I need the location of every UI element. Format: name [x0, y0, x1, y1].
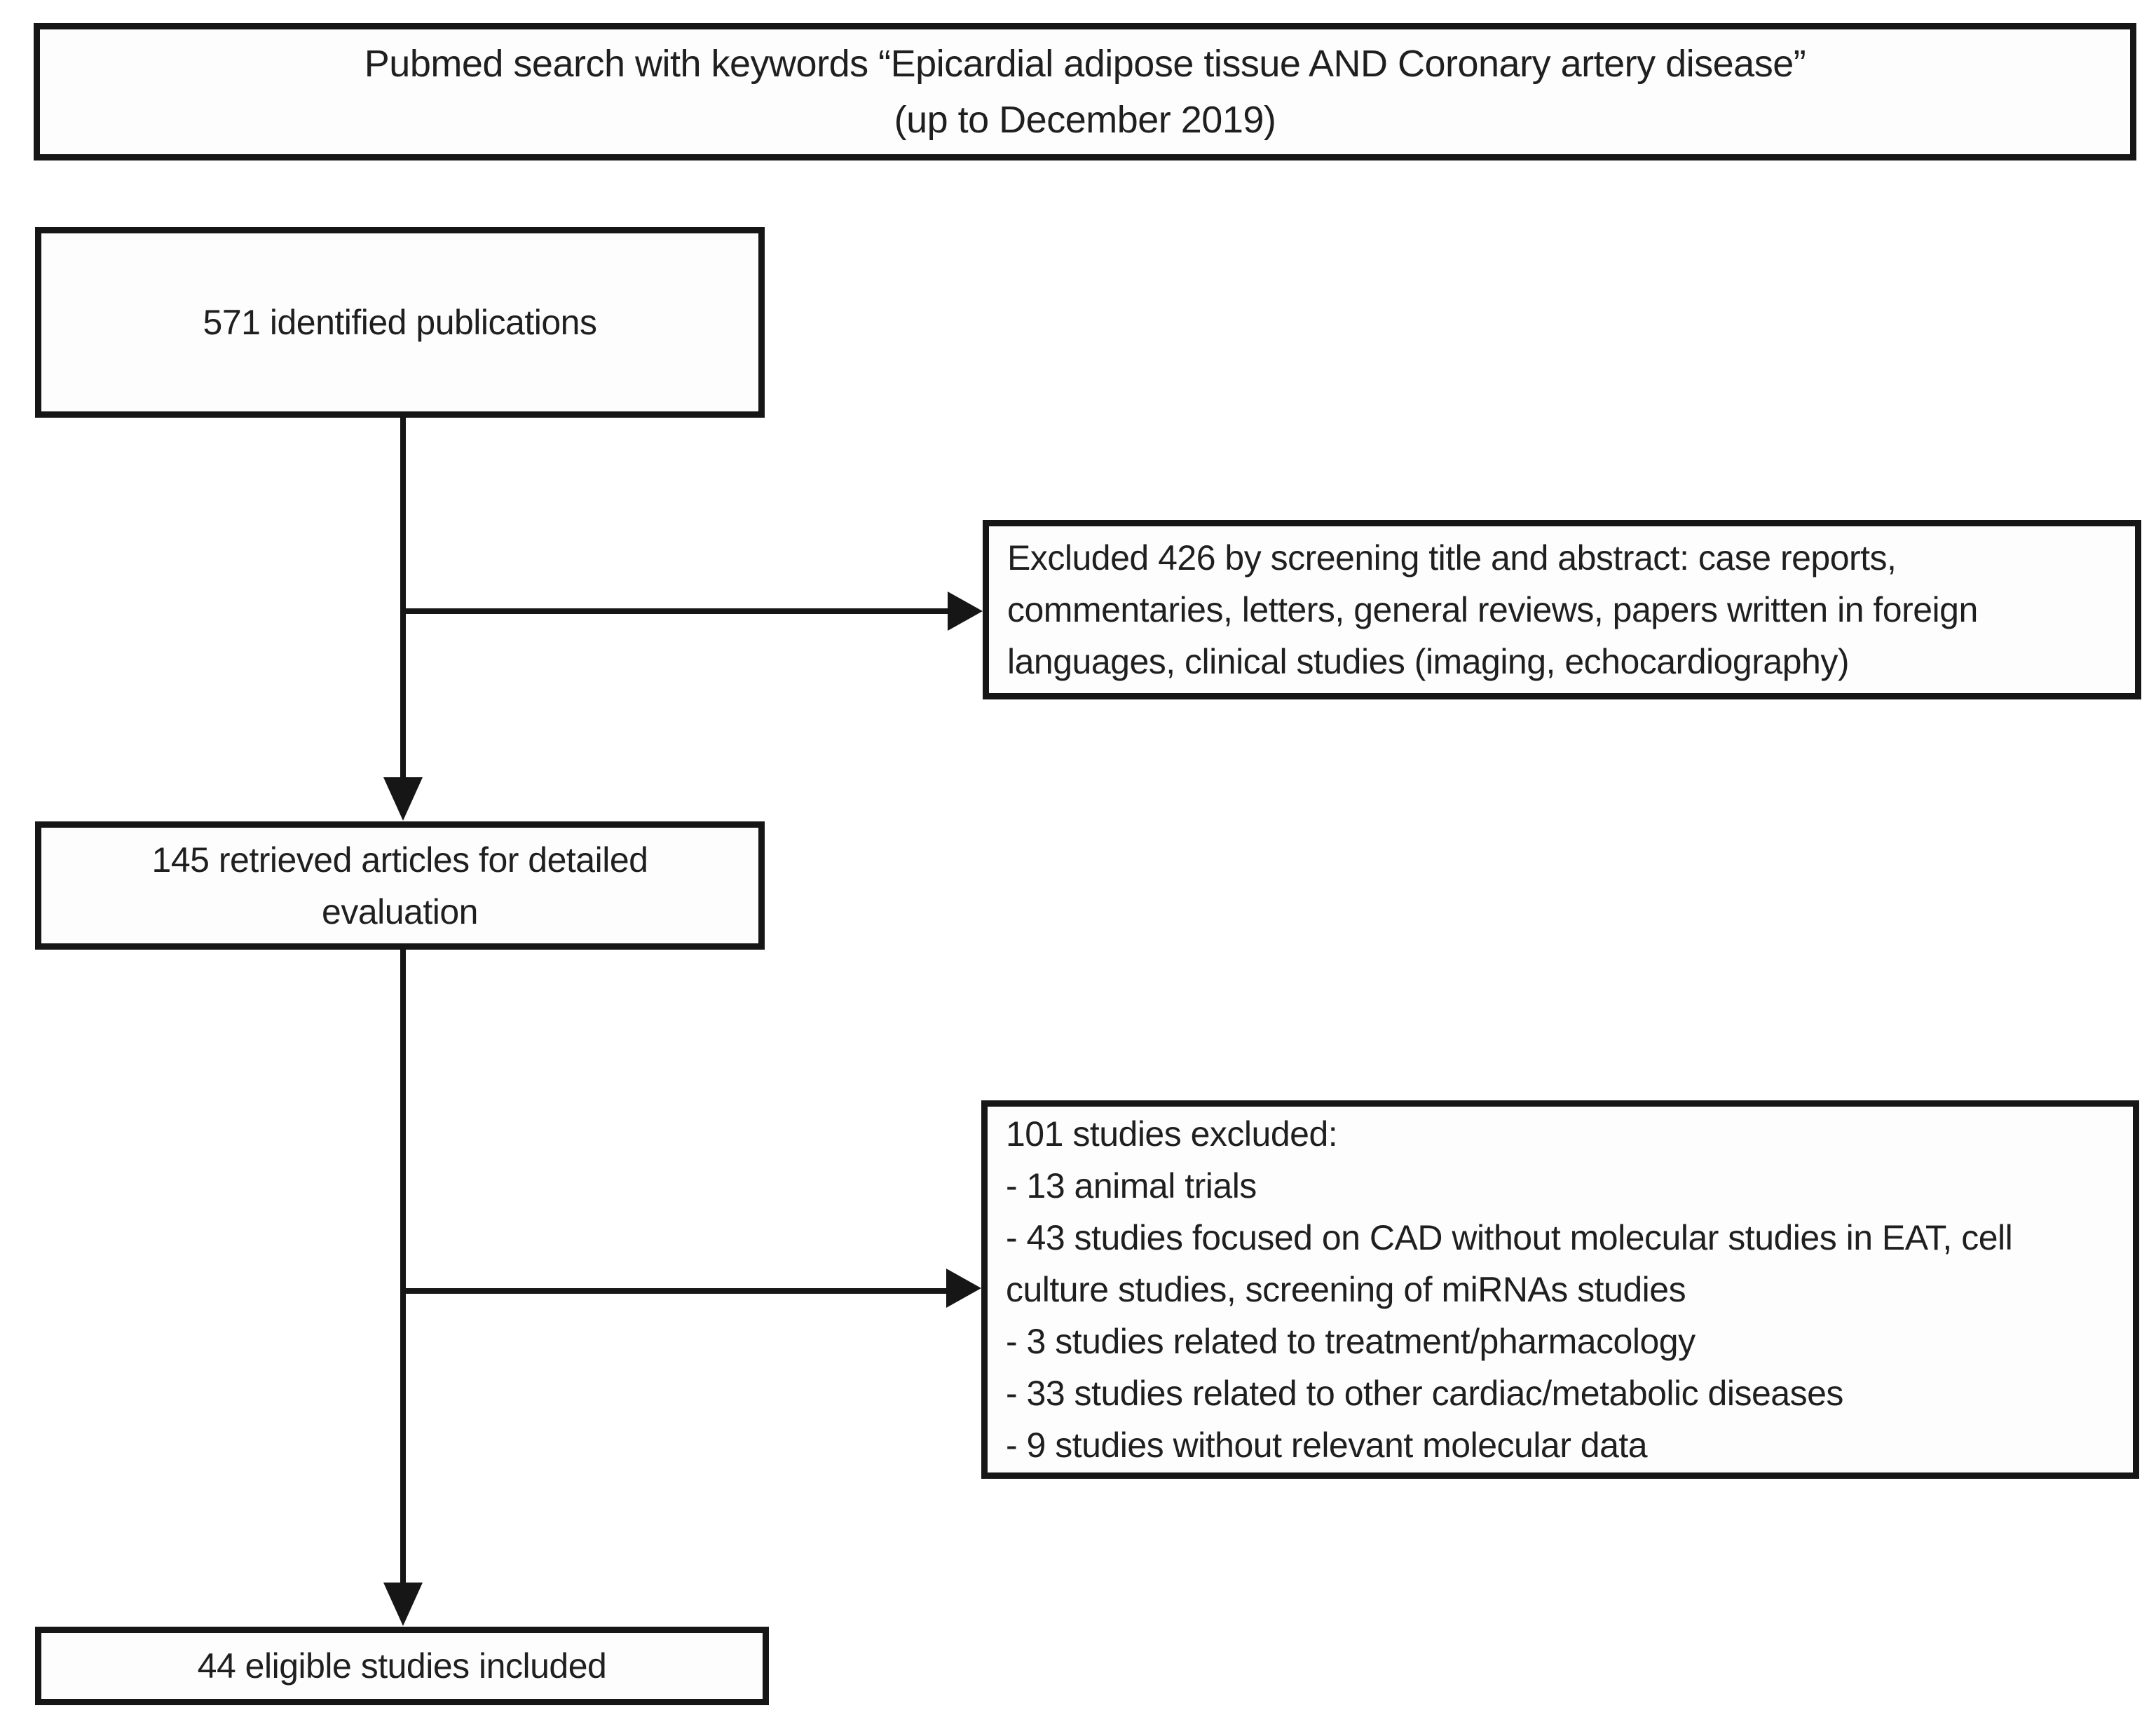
vertical-line-retrieved-to-included [400, 950, 406, 1585]
excluded-screening-line-1: Excluded 426 by screening title and abst… [1007, 538, 1897, 578]
arrowhead-down-retrieved [383, 777, 423, 821]
arrowhead-down-included [383, 1583, 423, 1626]
search-strategy-box: Pubmed search with keywords “Epicardial … [34, 23, 2136, 160]
search-strategy-line-1: Pubmed search with keywords “Epicardial … [364, 43, 1806, 85]
search-strategy-line-2: (up to December 2019) [894, 99, 1276, 141]
excluded-detailed-line-3: - 43 studies focused on CAD without mole… [1006, 1218, 2013, 1257]
retrieved-articles-line-2: evaluation [322, 891, 478, 931]
excluded-detailed-line-7: - 9 studies without relevant molecular d… [1006, 1426, 1648, 1465]
excluded-detailed-line-2: - 13 animal trials [1006, 1166, 1257, 1205]
excluded-detailed-line-6: - 33 studies related to other cardiac/me… [1006, 1374, 1843, 1413]
eligible-studies-box: 44 eligible studies included [35, 1627, 769, 1705]
vertical-line-identified-to-retrieved [400, 418, 406, 782]
retrieved-articles-line-1: 145 retrieved articles for detailed [151, 840, 648, 880]
excluded-detailed-line-4: culture studies, screening of miRNAs stu… [1006, 1270, 1686, 1309]
excluded-screening-line-3: languages, clinical studies (imaging, ec… [1007, 642, 1849, 681]
excluded-detailed-line-5: - 3 studies related to treatment/pharmac… [1006, 1322, 1696, 1361]
excluded-detailed-line-1: 101 studies excluded: [1006, 1114, 1338, 1154]
branch-line-excluded-screening [403, 608, 948, 614]
identified-publications-box: 571 identified publications [35, 227, 765, 418]
eligible-studies-label: 44 eligible studies included [197, 1646, 607, 1686]
branch-line-excluded-detailed [403, 1288, 946, 1294]
arrowhead-right-excluded-screening [948, 592, 983, 631]
excluded-detailed-box: 101 studies excluded: - 13 animal trials… [981, 1100, 2139, 1479]
arrowhead-right-excluded-detailed [946, 1269, 981, 1308]
retrieved-articles-box: 145 retrieved articles for detailed eval… [35, 821, 765, 950]
identified-publications-label: 571 identified publications [203, 303, 597, 342]
excluded-screening-box: Excluded 426 by screening title and abst… [983, 520, 2141, 699]
excluded-screening-line-2: commentaries, letters, general reviews, … [1007, 590, 1978, 629]
